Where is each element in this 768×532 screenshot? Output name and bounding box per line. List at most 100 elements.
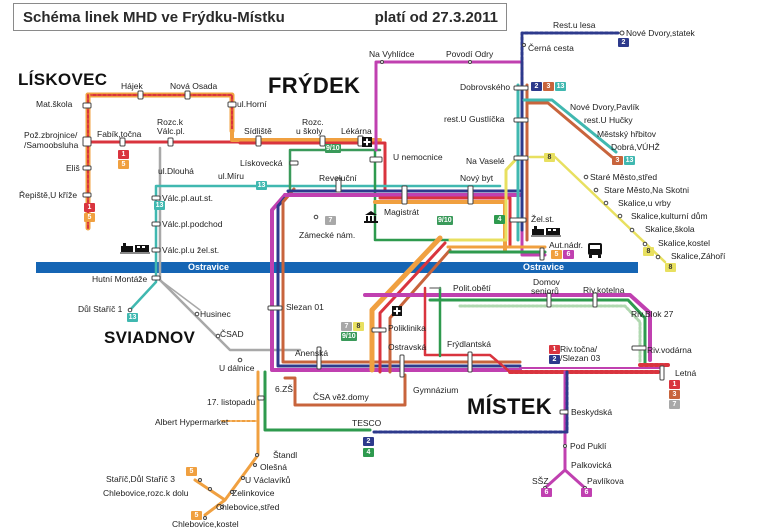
stop-riv-blok[interactable]: Riv.Blok 27 [631,309,674,319]
stop-nove-dvory-pavlik[interactable]: Nové Dvory,Pavlík [570,102,640,112]
stop-albert[interactable]: Albert Hypermarket [155,417,229,427]
stop-chlebovice-stred[interactable]: Chlebovice,střed [216,502,280,512]
stop-polit-obeti[interactable]: Polit.obětí [453,283,491,293]
hospital-cross-icon [362,137,372,147]
stop-skalice-dum[interactable]: Skalice,kulturní dům [631,211,708,221]
stop-dobrovskeho[interactable]: Dobrovského [460,82,511,92]
stop-staric-dul[interactable]: Staříč,Důl Staříč 3 [106,474,175,484]
stop-skalice-kostel[interactable]: Skalice,kostel [658,238,710,248]
stop-riv-kotelna[interactable]: Riv.kotelna [583,285,625,295]
stop-gymnazium[interactable]: Gymnázium [413,385,459,395]
stop-liskovecka[interactable]: Lískovecká [240,158,283,168]
stop-domov-senioru-1[interactable]: Domov [533,277,560,287]
stop-ssz[interactable]: SŠZ [532,476,549,486]
line-badge-2: 2 [549,355,560,364]
stop-nova-osada[interactable]: Nová Osada [170,81,218,91]
stop-chlebovice-rozc[interactable]: Chlebovice,rozc.k dolu [103,488,189,498]
line-badge-2: 2 [618,38,629,47]
stop-stare-mesto-stred[interactable]: Staré Město,střed [590,172,658,182]
stop-skalice-skola[interactable]: Skalice,škola [645,224,695,234]
stop-samoobsluha[interactable]: /Samoobsluha [24,140,79,150]
stop-dul-staric[interactable]: Důl Staříč 1 [78,304,123,314]
stop-cerna-cesta[interactable]: Černá cesta [528,43,574,53]
stop-poz-zbrojnice[interactable]: Pož.zbrojnice/ [24,130,78,140]
stop-chlebovice-kostel[interactable]: Chlebovice,kostel [172,519,239,529]
stop-magistrat[interactable]: Magistrát [384,207,419,217]
stop-skalice-zahori[interactable]: Skalice,Záhoří [671,251,726,261]
stop-hajek[interactable]: Hájek [121,81,143,91]
line-badge-6: 6 [541,488,552,497]
stop-povodi-odry[interactable]: Povodí Odry [446,49,494,59]
stop-na-vyhlidce[interactable]: Na Vyhlídce [369,49,415,59]
stop-fabik-tocna[interactable]: Fabík,točna [97,129,142,139]
stop-slezan-01[interactable]: Slezan 01 [286,302,324,312]
stop-palkovicka[interactable]: Palkovická [571,460,612,470]
stop-riv-vodarna[interactable]: Riv.vodárna [647,345,692,355]
stop-valc-zel[interactable]: Válc.pl.u žel.st. [162,245,220,255]
stop-nove-dvory-statek[interactable]: Nové Dvory,statek [626,28,695,38]
stop-skalice-vrby[interactable]: Skalice,u vrby [618,198,671,208]
stop-rozc-skoly-2[interactable]: u školy [296,126,323,136]
stop-stare-mesto-skotni[interactable]: Stare Město,Na Skotni [604,185,690,195]
stop-mat-skola[interactable]: Mat.škola [36,99,73,109]
stop-standl[interactable]: Štandl [273,450,298,460]
line-badge-8: 8 [643,247,654,256]
stop-ul-miru[interactable]: ul.Míru [218,171,244,181]
stop-rest-hucky[interactable]: rest.U Hučky [584,115,633,125]
stop-tesco[interactable]: TESCO [352,418,382,428]
stop-beskydska[interactable]: Beskydská [571,407,613,417]
stop-rest-gustlicka[interactable]: rest.U Gustlíčka [444,114,505,124]
line-badge-7: 7 [325,216,336,225]
stop-u-nemocnice[interactable]: U nemocnice [393,152,443,162]
stop-lekarna[interactable]: Lékárna [341,126,372,136]
stop-novy-byt[interactable]: Nový byt [460,173,494,183]
line-badge-7: 7 [341,322,352,331]
stop-frydlantska[interactable]: Frýdlantská [447,339,491,349]
train-icon [120,243,150,254]
stop-rozc-valc-2[interactable]: Válc.pl. [157,126,185,136]
line-badge-8: 8 [665,263,676,272]
stop-rozc-valc-1[interactable]: Rozc.k [157,117,183,127]
stop-slezan-03[interactable]: /Slezan 03 [560,353,601,363]
stop-zel-st[interactable]: Žel.st. [531,214,555,224]
stop-aut-nadr[interactable]: Aut.nádr. [549,240,584,250]
stop-husinec[interactable]: Husinec [200,309,231,319]
stop-mestsky-hrbitov[interactable]: Městský hřbitov [597,129,657,139]
stop-sidliste[interactable]: Sídliště [244,126,272,136]
stop-hutni-montaze[interactable]: Hutní Montáže [92,274,148,284]
stop-u-vaclaviku[interactable]: U Václavíků [245,475,291,485]
stop-zelinkovice[interactable]: Zelinkovice [232,488,275,498]
stop-csad[interactable]: ČSAD [220,329,244,339]
stop-ostravska[interactable]: Ostravská [388,342,427,352]
stop-17-listopadu[interactable]: 17. listopadu [207,397,256,407]
stop-revolucni[interactable]: Revoluční [319,173,357,183]
stop-u-dalnice[interactable]: U dálnice [219,363,255,373]
stop-ul-horni[interactable]: ul.Horní [237,99,267,109]
stop-pavlikova[interactable]: Pavlíkova [587,476,624,486]
line-badge-13: 13 [127,313,138,322]
stop-rozc-skoly-1[interactable]: Rozc. [302,117,324,127]
stop-anenska[interactable]: Anenská [295,348,329,358]
stop-ul-dlouha[interactable]: ul.Dlouhá [158,166,194,176]
stop-poliklinika[interactable]: Poliklinika [388,323,426,333]
stop-na-vasele[interactable]: Na Vaselé [466,156,505,166]
line-badge-13: 13 [555,82,566,91]
stop-rest-u-lesa[interactable]: Rest.u lesa [553,20,596,30]
stop-csa-domy[interactable]: ČSA věž.domy [313,392,369,402]
stop-domov-senioru-2[interactable]: seniorů [531,286,559,296]
stop-valc-aut[interactable]: Válc.pl.aut.st. [162,193,214,203]
stop-letna[interactable]: Letná [675,368,697,378]
stop-elis[interactable]: Eliš [66,163,80,173]
stop-olesna[interactable]: Olešná [260,462,287,472]
stop-pod-puklu[interactable]: Pod Puklí [570,441,607,451]
stop-riv-tocna[interactable]: Riv.točna/ [560,344,598,354]
stop-6zs[interactable]: 6.ZŠ [275,384,293,394]
line-badge-7: 7 [669,400,680,409]
stop-dobra-vuhz[interactable]: Dobrá,VÚHŽ [611,142,660,152]
stop-zamecke-nam[interactable]: Zámecké nám. [299,230,356,240]
stop-repiste[interactable]: Řepiště,U kříže [19,190,78,200]
line-badge-2: 2 [531,82,542,91]
stop-valc-podchod[interactable]: Válc.pl.podchod [162,219,223,229]
line-badge-5: 5 [551,250,562,259]
